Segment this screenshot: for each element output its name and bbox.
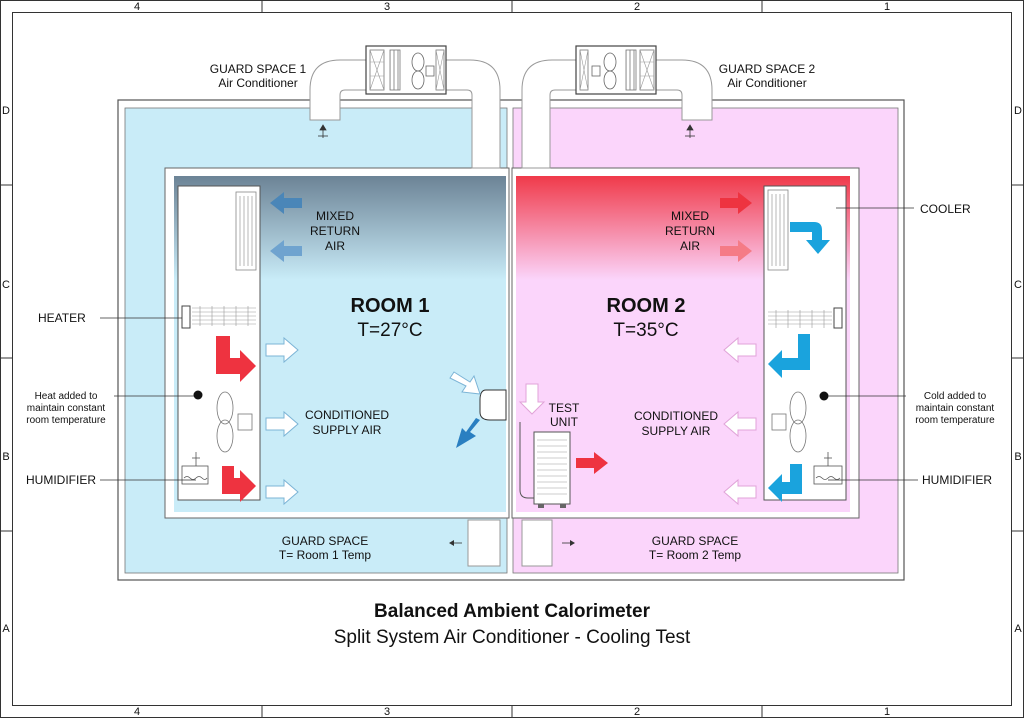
heat-note-line3: room temperature <box>26 415 106 426</box>
room1-conditioned-line1: CONDITIONED <box>305 408 389 422</box>
room1-supply-arrow-3 <box>265 478 299 506</box>
room1-mixed-return-line1: MIXED <box>316 209 354 223</box>
test-unit-label-line1: TEST <box>549 401 580 415</box>
test-unit-label-line2: UNIT <box>550 415 579 429</box>
humidifier-right-label: HUMIDIFIER <box>922 473 992 487</box>
frame-col-1-bottom: 1 <box>884 706 890 718</box>
room2-conditioned-line2: SUPPLY AIR <box>642 424 711 438</box>
indoor-unit-supply-arrow <box>456 418 480 448</box>
airflow-arrows <box>216 192 830 506</box>
guard-airflow-markers <box>318 124 695 138</box>
indoor-unit-return-arrow <box>449 371 481 395</box>
frame-col-3-top: 3 <box>384 1 390 13</box>
room1-mixed-return-line2: RETURN <box>310 224 360 238</box>
guard-ac-2-unit <box>575 45 657 95</box>
room2-title: ROOM 2 <box>607 295 686 317</box>
frame-row-d-right: D <box>1014 105 1022 117</box>
room2-mixed-return-line3: AIR <box>680 239 700 253</box>
frame-col-4-bottom: 4 <box>134 706 140 718</box>
frame-row-d-left: D <box>2 105 10 117</box>
room1-supply-arrow-2 <box>265 410 299 438</box>
room1-heat-arrow-2 <box>222 466 256 502</box>
room1-temperature: T=27°C <box>357 320 422 341</box>
heater-label: HEATER <box>38 311 86 325</box>
frame-row-a-right: A <box>1014 623 1022 635</box>
room2-cold-arrow-2 <box>768 334 810 378</box>
humidifier-left-label: HUMIDIFIER <box>26 473 96 487</box>
guard-space-2-sublabel: Air Conditioner <box>727 76 806 90</box>
room1-heat-arrow-1 <box>216 336 256 382</box>
guard-bottom-units <box>449 519 575 567</box>
frame-row-c-left: C <box>2 279 10 291</box>
test-unit-discharge-arrow <box>576 452 608 474</box>
room1-conditioned-line2: SUPPLY AIR <box>313 423 382 437</box>
frame-col-3-bottom: 3 <box>384 706 390 718</box>
room2-cold-arrow-3 <box>768 464 802 502</box>
room2-mixed-return-line2: RETURN <box>665 224 715 238</box>
room1-return-arrow-2 <box>270 240 302 262</box>
indoor-unit <box>479 389 507 421</box>
guard-space-2-label: GUARD SPACE 2 <box>719 62 816 76</box>
frame-col-4-top: 4 <box>134 1 140 13</box>
cooler-label: COOLER <box>920 202 971 216</box>
cold-note-line3: room temperature <box>915 415 995 426</box>
diagram-title: Balanced Ambient Calorimeter <box>374 601 651 622</box>
guard-ac-1-duct <box>309 59 501 169</box>
frame-row-c-right: C <box>1014 279 1022 291</box>
guard-bottom-1-sublabel: T= Room 1 Temp <box>279 548 371 562</box>
guard-space-1-sublabel: Air Conditioner <box>218 76 297 90</box>
callout-leaders <box>100 207 918 481</box>
heat-note-line1: Heat added to <box>35 391 98 402</box>
room2-cold-arrow-1 <box>790 222 830 254</box>
diagram-subtitle: Split System Air Conditioner - Cooling T… <box>334 627 691 648</box>
guard-bottom-1-label: GUARD SPACE <box>282 534 368 548</box>
frame-col-2-bottom: 2 <box>634 706 640 718</box>
heat-note-line2: maintain constant <box>27 403 106 414</box>
test-unit-intake-arrow <box>518 383 546 415</box>
test-unit-outdoor <box>519 422 571 508</box>
frame-row-a-left: A <box>2 623 10 635</box>
room2-mixed-return-line1: MIXED <box>671 209 709 223</box>
cold-note-line2: maintain constant <box>916 403 995 414</box>
guard-bottom-2-sublabel: T= Room 2 Temp <box>649 548 741 562</box>
cold-note-line1: Cold added to <box>924 391 987 402</box>
room1-mixed-return-line3: AIR <box>325 239 345 253</box>
room1-return-arrow-1 <box>270 192 302 214</box>
room2-supply-arrow-2 <box>723 410 757 438</box>
room2-return-arrow-1 <box>720 192 752 214</box>
room2-supply-arrow-1 <box>723 336 757 364</box>
room1-supply-arrow-1 <box>265 336 299 364</box>
frame-col-2-top: 2 <box>634 1 640 13</box>
frame-row-b-right: B <box>1014 451 1021 463</box>
room2-conditioned-line1: CONDITIONED <box>634 409 718 423</box>
frame-row-b-left: B <box>2 451 9 463</box>
room2-supply-arrow-3 <box>723 478 757 506</box>
guard-ac-1-unit <box>365 45 447 95</box>
guard-bottom-2-label: GUARD SPACE <box>652 534 738 548</box>
frame-col-1-top: 1 <box>884 1 890 13</box>
guard-ac-2-duct <box>521 59 713 169</box>
room1-title: ROOM 1 <box>351 295 430 317</box>
room2-temperature: T=35°C <box>613 320 678 341</box>
guard-space-1-label: GUARD SPACE 1 <box>210 62 307 76</box>
room2-return-arrow-2 <box>720 240 752 262</box>
